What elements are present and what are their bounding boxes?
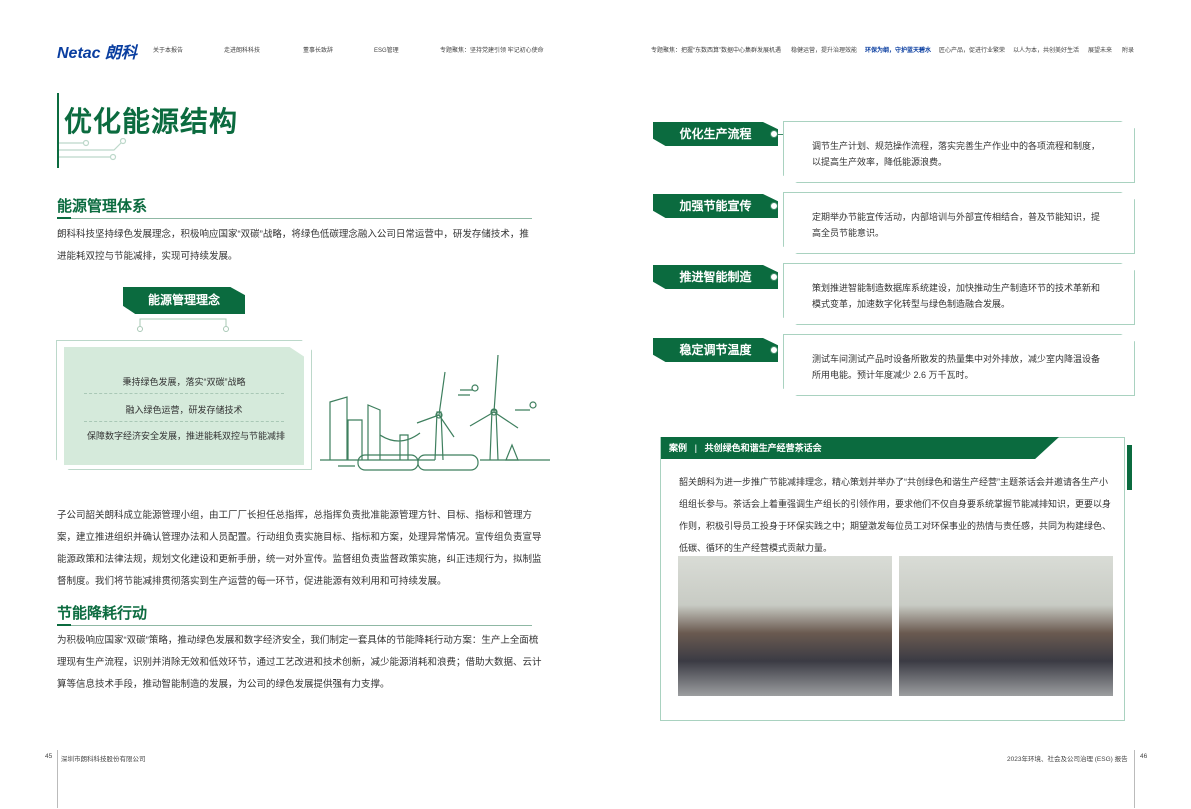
action-text: 定期举办节能宣传活动，内部培训与外部宣传相结合，普及节能知识，提高全员节能意识。 [783, 192, 1135, 254]
case-header: 案例 | 共创绿色和谐生产经营茶话会 [661, 437, 1059, 459]
intro-text: 朗科科技坚持绿色发展理念，积极响应国家“双碳”战略，将绿色低碳理念融入公司日常运… [57, 229, 529, 262]
tea-party-photo [899, 556, 1113, 696]
energy-group-text: 子公司韶关朗科成立能源管理小组，由工厂厂长担任总指挥，总指挥负责批准能源管理方针… [57, 510, 542, 587]
case-title: 共创绿色和谐生产经营茶话会 [704, 443, 822, 453]
page-number-left: 45 [45, 753, 53, 760]
concept-tag: 能源管理理念 [123, 287, 245, 314]
nav-chairman[interactable]: 董事长致辞 [303, 48, 334, 54]
wind-turbine-illustration [320, 354, 550, 471]
concept-frame [56, 340, 312, 470]
energy-saving-text: 为积极响应国家“双碳”策略，推动绿色发展和数字经济安全，我们制定一套具体的节能降… [57, 635, 542, 690]
case-tag: 案例 [669, 443, 688, 453]
circuit-decoration [59, 138, 127, 161]
connector-dot [770, 346, 778, 354]
action-tag-smart-manufacturing: 推进智能制造 [653, 265, 778, 289]
section-heading-energy-saving: 节能降耗行动 [57, 605, 148, 622]
divider [57, 217, 532, 219]
nav-environment[interactable]: 环保为纲，守护蓝天碧水 [865, 48, 932, 54]
netac-logo: Netac 朗科 [57, 45, 138, 62]
action-tag-process: 优化生产流程 [653, 122, 778, 146]
divider [84, 393, 284, 394]
company-name: 深圳市朗科科技股份有限公司 [61, 756, 146, 763]
title-bar [57, 93, 59, 168]
page-number-right: 46 [1140, 753, 1148, 760]
connector-dot [770, 202, 778, 210]
connector-dot [770, 130, 778, 138]
nav-governance[interactable]: 稳健运营，提升治理效能 [791, 48, 858, 54]
page-title: 优化能源结构 [64, 106, 239, 137]
tea-party-photo [678, 556, 892, 696]
nav-appendix[interactable]: 附录 [1122, 48, 1135, 54]
nav-esg[interactable]: ESG管理 [374, 48, 399, 54]
concept-item: 保障数字经济安全发展，推进能耗双控与节能减排 [86, 431, 285, 441]
action-text: 调节生产计划、规范操作流程，落实完善生产作业中的各项流程和制度，以提高生产效率，… [783, 121, 1135, 183]
concept-panel [64, 347, 304, 465]
concept-item: 秉持绿色发展，落实“双碳”战略 [122, 377, 246, 387]
nav-party[interactable]: 专题聚焦：坚持党建引领 牢记初心使命 [440, 48, 544, 54]
nav-future[interactable]: 展望未来 [1088, 48, 1113, 54]
action-tag-temperature: 稳定调节温度 [653, 338, 778, 362]
nav-east-data[interactable]: 专题聚焦：把握“东数西算”数据中心集群发展机遇 [651, 48, 781, 54]
nav-product[interactable]: 匠心产品，促进行业繁荣 [939, 48, 1006, 54]
action-text: 策划推进智能制造数据库系统建设，加快推动生产制造环节的技术革新和模式变革，加速数… [783, 263, 1135, 325]
concept-item: 融入绿色运营，研发存储技术 [125, 405, 243, 415]
nav-about-netac[interactable]: 走进朗科科技 [224, 48, 261, 54]
case-text: 韶关朗科为进一步推广节能减排理念，精心策划并举办了“共创绿色和谐生产经营”主题茶… [679, 477, 1112, 553]
action-text: 测试车间测试产品时设备所散发的热量集中对外排放，减少室内降温设备所用电能。预计年… [783, 334, 1135, 396]
report-name: 2023年环境、社会及公司治理 (ESG) 报告 [1007, 756, 1128, 763]
connector-dot [770, 273, 778, 281]
connector [137, 318, 229, 332]
divider [57, 624, 532, 626]
nav-about-report[interactable]: 关于本报告 [153, 48, 184, 54]
divider [84, 421, 284, 422]
section-heading-energy-system: 能源管理体系 [57, 198, 148, 215]
action-tag-publicity: 加强节能宣传 [653, 194, 778, 218]
nav-people[interactable]: 以人为本，共创美好生活 [1013, 48, 1080, 54]
